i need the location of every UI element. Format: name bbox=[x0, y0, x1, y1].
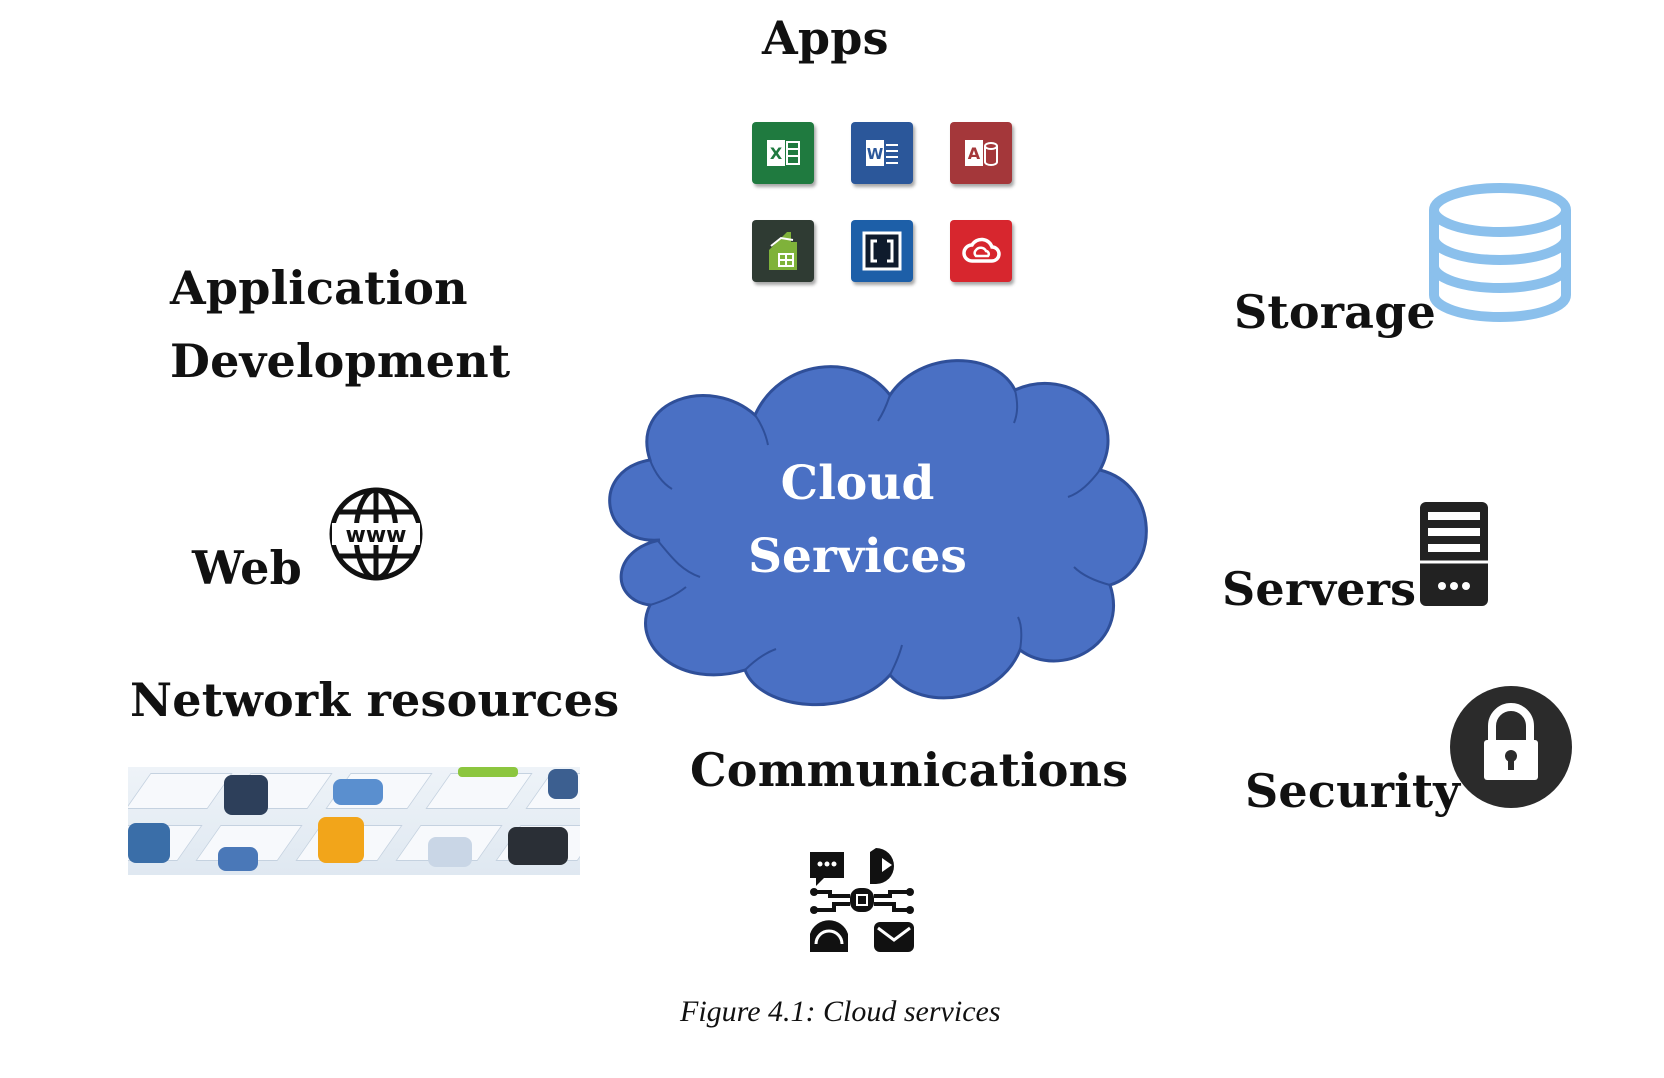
security-label: Security bbox=[1245, 764, 1461, 818]
network-resources-image bbox=[128, 767, 580, 875]
network-resources-label: Network resources bbox=[130, 673, 620, 727]
lock-icon bbox=[1450, 686, 1572, 808]
cloud-shape bbox=[608, 359, 1148, 707]
apps-label: Apps bbox=[762, 11, 889, 65]
figure-caption-label: Figure 4.1: bbox=[680, 995, 816, 1028]
brackets-icon bbox=[851, 220, 913, 282]
communications-icon bbox=[810, 848, 914, 952]
svg-text:X: X bbox=[770, 144, 783, 163]
database-icon bbox=[1429, 183, 1571, 322]
svg-text:www: www bbox=[346, 523, 407, 548]
word-icon: W bbox=[851, 122, 913, 184]
application-development-label: Application Development bbox=[170, 262, 510, 388]
creative-cloud-icon bbox=[950, 220, 1012, 282]
spreadsheet-icon bbox=[752, 220, 814, 282]
communications-label: Communications bbox=[690, 743, 1129, 797]
cloud-title-line2: Services bbox=[748, 528, 967, 584]
excel-icon: X bbox=[752, 122, 814, 184]
svg-text:A: A bbox=[968, 144, 981, 163]
access-icon: A bbox=[950, 122, 1012, 184]
svg-text:W: W bbox=[867, 145, 884, 163]
figure-caption-text: Cloud services bbox=[823, 995, 1001, 1028]
application-development-line1: Application bbox=[170, 261, 468, 315]
servers-label: Servers bbox=[1222, 562, 1417, 616]
application-development-line2: Development bbox=[170, 333, 511, 388]
cloud-title-line1: Cloud bbox=[780, 456, 935, 511]
storage-label: Storage bbox=[1234, 285, 1437, 339]
web-label: Web bbox=[192, 541, 302, 595]
figure-caption: Figure 4.1: Cloud services bbox=[680, 995, 1001, 1029]
server-icon bbox=[1420, 502, 1488, 606]
cloud-services-title: Cloud Services bbox=[710, 448, 1005, 594]
globe-www-icon: www bbox=[329, 487, 423, 581]
